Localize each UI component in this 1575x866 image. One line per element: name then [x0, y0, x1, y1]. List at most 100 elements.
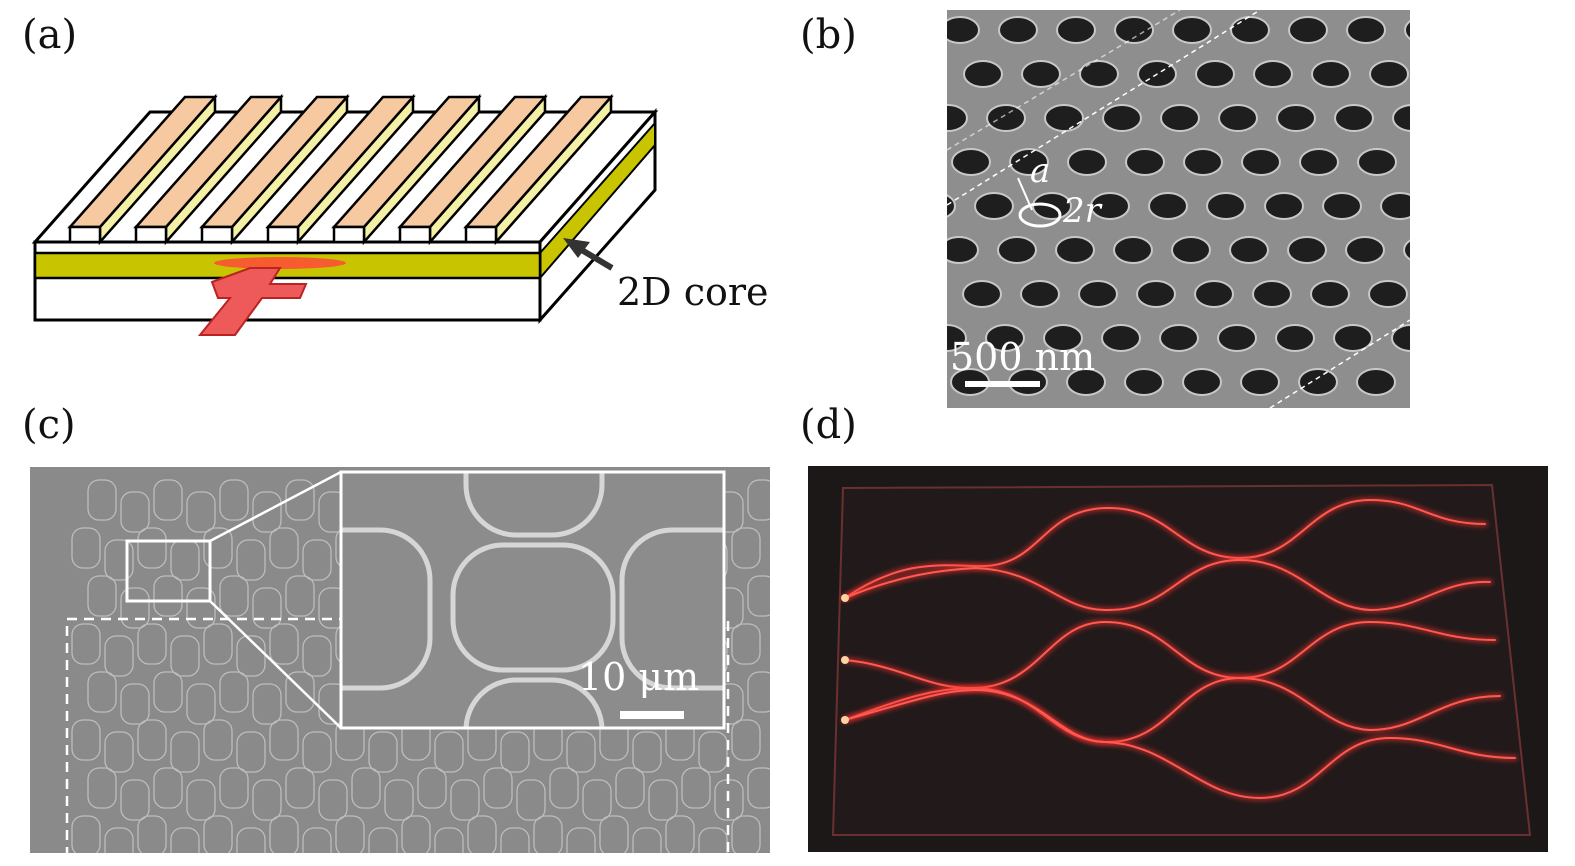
air-hole	[1229, 236, 1269, 264]
air-hole	[1124, 368, 1164, 396]
air-hole	[1183, 148, 1223, 176]
ring-resonator	[104, 827, 134, 853]
air-hole	[1079, 60, 1119, 88]
ring-resonator	[186, 587, 216, 629]
ring-resonator	[285, 575, 315, 617]
air-hole	[1195, 60, 1235, 88]
air-hole	[998, 16, 1038, 44]
air-hole	[1230, 16, 1270, 44]
ring-resonator	[153, 479, 183, 521]
ring-resonator	[302, 731, 332, 773]
ring-resonator	[236, 827, 266, 853]
ring-resonator	[401, 815, 431, 853]
air-hole	[1380, 413, 1418, 439]
air-hole	[1206, 413, 1244, 439]
air-hole	[1333, 324, 1373, 352]
air-hole	[1428, 61, 1466, 87]
ring-resonator	[153, 671, 183, 713]
air-hole	[1463, 17, 1501, 43]
air-hole	[1021, 60, 1061, 88]
air-hole	[1368, 280, 1408, 308]
ring-resonator	[203, 815, 233, 853]
ring-resonator	[104, 731, 134, 773]
panel-c-label: (c)	[22, 402, 76, 448]
air-hole	[1288, 16, 1328, 44]
ring-resonator	[236, 539, 266, 581]
ring-resonator	[219, 767, 249, 809]
ring-resonator	[747, 671, 770, 713]
air-hole	[1020, 280, 1060, 308]
ring-resonator	[302, 635, 332, 677]
air-hole	[1125, 148, 1165, 176]
air-hole	[1486, 61, 1524, 87]
air-hole	[1206, 192, 1246, 220]
air-hole	[1067, 148, 1107, 176]
air-hole	[1346, 16, 1386, 44]
ring-resonator	[302, 539, 332, 581]
air-hole	[1043, 324, 1083, 352]
ring-resonator	[71, 527, 101, 569]
air-hole	[1264, 192, 1304, 220]
air-hole	[1194, 280, 1234, 308]
ring-resonator	[137, 527, 167, 569]
ridge-front	[332, 225, 366, 244]
scale-bar-label-c: 10 μm	[578, 655, 699, 699]
ring-resonator	[632, 827, 662, 853]
air-hole	[1148, 192, 1188, 220]
input-port	[841, 594, 849, 602]
air-hole	[1090, 192, 1130, 220]
air-hole	[1462, 237, 1500, 263]
ring-resonator	[698, 731, 728, 773]
panel-d-label: (d)	[800, 402, 857, 448]
air-hole	[1160, 104, 1200, 132]
air-hole	[893, 369, 931, 395]
ring-resonator	[71, 815, 101, 853]
grating-ridges	[67, 93, 614, 246]
ring-resonator	[285, 671, 315, 713]
ring-resonator	[170, 635, 200, 677]
mode-spot	[214, 257, 346, 269]
ring-resonator	[747, 575, 770, 617]
air-hole	[1182, 368, 1222, 396]
ring-resonator	[434, 731, 464, 773]
air-hole	[1439, 193, 1477, 219]
ring-resonator	[153, 767, 183, 809]
ring-resonator	[120, 779, 150, 821]
air-hole	[1322, 192, 1362, 220]
ring-resonator	[252, 587, 282, 629]
air-hole	[947, 236, 979, 264]
air-hole	[951, 148, 991, 176]
ring-resonator	[252, 779, 282, 821]
air-hole	[986, 104, 1026, 132]
air-hole	[1066, 368, 1106, 396]
air-hole	[1240, 368, 1280, 396]
air-hole	[1415, 369, 1453, 395]
ring-resonator	[120, 587, 150, 629]
ring-resonator	[731, 815, 761, 853]
radius-label: 2r	[1062, 191, 1103, 231]
ring-resonator	[203, 527, 233, 569]
ring-resonator	[269, 527, 299, 569]
air-hole	[947, 16, 980, 44]
ridge-front	[68, 225, 102, 244]
ring-resonator	[219, 575, 249, 617]
air-hole	[963, 60, 1003, 88]
air-hole	[1298, 368, 1338, 396]
ring-resonator	[137, 623, 167, 665]
ring-resonator	[434, 827, 464, 853]
air-hole	[1299, 148, 1339, 176]
ring-resonator	[731, 623, 761, 665]
photonic-crystal-sem: a 2r 500 nm	[893, 10, 1524, 439]
ring-resonator	[153, 575, 183, 617]
air-hole	[1056, 16, 1096, 44]
air-hole	[1032, 413, 1070, 439]
ring-resonator	[648, 779, 678, 821]
ring-resonator	[269, 719, 299, 761]
ring-resonator	[186, 683, 216, 725]
air-hole	[1159, 324, 1199, 352]
air-hole	[1253, 60, 1293, 88]
air-hole	[1427, 281, 1465, 307]
ring-resonator	[351, 767, 381, 809]
ring-resonator	[632, 731, 662, 773]
